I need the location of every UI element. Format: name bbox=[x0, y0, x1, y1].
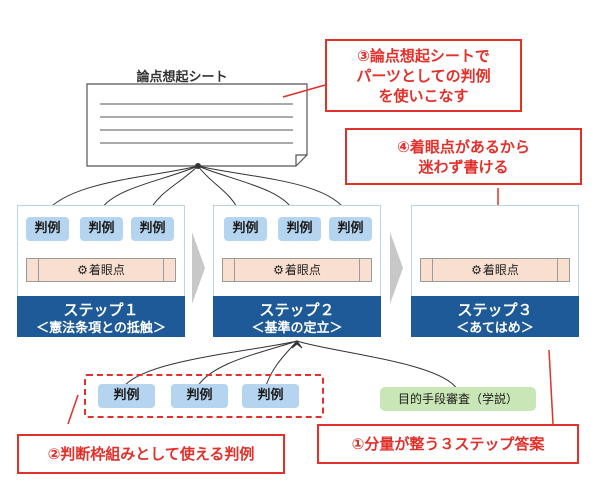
step-1-footer: ステップ１ ＜憲法条項との抵触＞ bbox=[17, 296, 185, 337]
step-1-case-chip: 判例 bbox=[80, 217, 123, 241]
callout-3-line-1: ③論点想起シートで bbox=[357, 47, 490, 65]
framework-case-chip: 判例 bbox=[171, 384, 228, 408]
step-2-panel: 判例 判例 判例 ⚙着眼点 ステップ２ ＜基準の定立＞ bbox=[213, 205, 381, 337]
chevron-step2-to-3 bbox=[390, 232, 403, 304]
step-2-focus-label: 着眼点 bbox=[284, 263, 321, 277]
step-1-case-chip: 判例 bbox=[26, 217, 69, 241]
step-3-title: ステップ３ bbox=[457, 301, 533, 319]
step-3-focus-label: 着眼点 bbox=[482, 263, 519, 277]
sheet-document-icon bbox=[86, 83, 308, 167]
step-3-footer: ステップ３ ＜あてはめ＞ bbox=[411, 296, 579, 337]
step-3-subtitle: ＜あてはめ＞ bbox=[456, 321, 534, 336]
step-1-subtitle: ＜憲法条項との抵触＞ bbox=[36, 321, 166, 336]
callout-1: ①分量が整う３ステップ答案 bbox=[317, 424, 579, 464]
framework-cases-box bbox=[84, 374, 324, 418]
framework-case-chip: 判例 bbox=[242, 384, 299, 408]
callout-4-line-1: ④着眼点があるから bbox=[397, 138, 530, 156]
step-2-title: ステップ２ bbox=[259, 301, 335, 319]
step-2-focus-bar: ⚙着眼点 bbox=[222, 258, 372, 282]
step-1-focus-bar: ⚙着眼点 bbox=[26, 258, 176, 282]
callout-2: ②判断枠組みとして使える判例 bbox=[17, 434, 285, 474]
chevron-step1-to-2 bbox=[192, 232, 205, 304]
sheet-title: 論点想起シート bbox=[136, 70, 228, 85]
gear-icon: ⚙ bbox=[471, 263, 482, 277]
step-3-panel: ⚙着眼点 ステップ３ ＜あてはめ＞ bbox=[411, 205, 579, 337]
step-2-case-chip: 判例 bbox=[278, 217, 321, 241]
step-1-focus-label: 着眼点 bbox=[88, 263, 125, 277]
step-1-panel: 判例 判例 判例 ⚙着眼点 ステップ１ ＜憲法条項との抵触＞ bbox=[17, 205, 185, 337]
callout-3-line-3: を使いこなす bbox=[378, 87, 469, 105]
step-2-case-chip: 判例 bbox=[224, 217, 267, 241]
callout-4-line-2: 迷わず書ける bbox=[418, 158, 509, 176]
step-2-case-chip: 判例 bbox=[329, 217, 372, 241]
framework-case-chip: 判例 bbox=[98, 384, 155, 408]
step-3-focus-bar: ⚙着眼点 bbox=[420, 258, 570, 282]
step-1-case-chip: 判例 bbox=[131, 217, 174, 241]
callout-4: ④着眼点があるから 迷わず書ける bbox=[345, 128, 582, 185]
step-2-footer: ステップ２ ＜基準の定立＞ bbox=[213, 296, 381, 337]
theory-chip: 目的手段審査（学説） bbox=[380, 387, 536, 411]
step-1-title: ステップ１ bbox=[63, 301, 139, 319]
callout-3: ③論点想起シートで パーツとしての判例 を使いこなす bbox=[325, 39, 522, 112]
gear-icon: ⚙ bbox=[273, 263, 284, 277]
step-2-subtitle: ＜基準の定立＞ bbox=[251, 321, 343, 336]
gear-icon: ⚙ bbox=[77, 263, 88, 277]
callout-3-line-2: パーツとしての判例 bbox=[356, 67, 491, 85]
